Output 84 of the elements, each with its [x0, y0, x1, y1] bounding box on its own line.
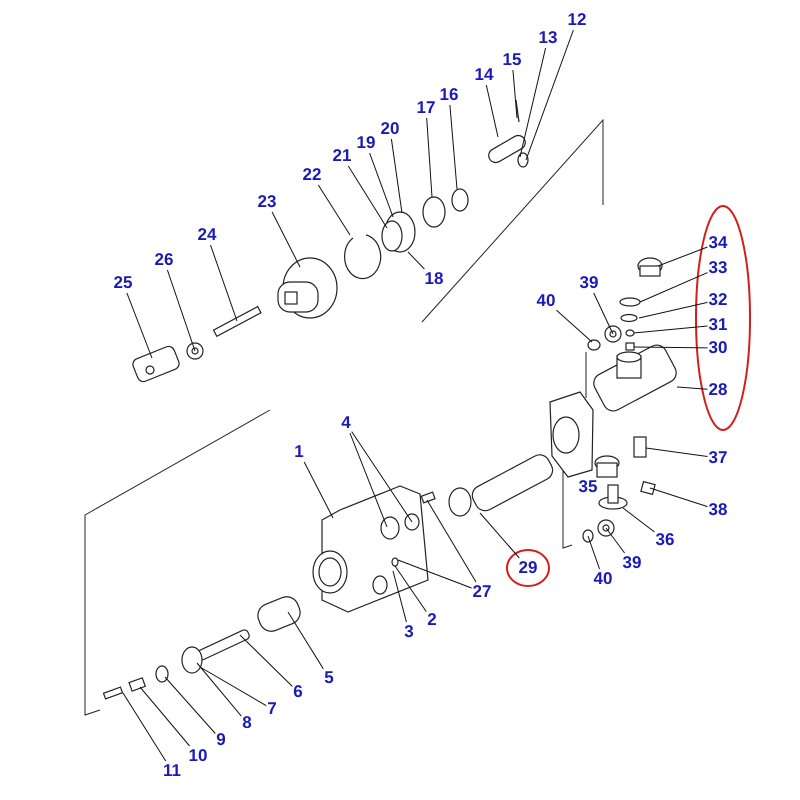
callout-number: 34 [708, 234, 728, 252]
callout-number: 39 [622, 554, 642, 572]
callout-number: 16 [440, 86, 458, 104]
leader-line [122, 692, 166, 762]
leader-line [606, 528, 626, 554]
leader-line [166, 270, 196, 352]
leader-line [480, 512, 520, 558]
callout-number: 29 [518, 559, 538, 577]
leader-line [140, 686, 190, 746]
leader-line [593, 292, 614, 334]
leader-line [288, 612, 324, 670]
callout-number: 40 [594, 570, 612, 588]
callout-number: 35 [578, 478, 598, 496]
callout-number: 23 [258, 193, 276, 211]
leader-line [640, 272, 708, 302]
callout-number: 7 [267, 700, 277, 718]
callout-number: 28 [708, 381, 728, 399]
callout-number: 18 [424, 270, 444, 288]
leader-line [394, 566, 427, 612]
leader-line [200, 666, 267, 706]
callout-number: 11 [163, 762, 181, 780]
callout-number: 17 [416, 99, 436, 117]
leader-line [390, 138, 402, 214]
callout-number: 22 [302, 166, 322, 184]
callout-number: 6 [293, 683, 303, 701]
callout-number: 32 [708, 291, 728, 309]
callout-number: 1 [294, 443, 304, 461]
leader-line [196, 662, 242, 717]
leader-line [526, 30, 574, 160]
callout-number: 2 [427, 611, 437, 629]
leader-line [348, 166, 388, 228]
leader-line [408, 252, 425, 270]
leader-line [676, 386, 708, 390]
callout-number: 9 [216, 731, 226, 749]
leader-line [272, 212, 300, 268]
callout-number: 13 [538, 29, 558, 47]
leader-line [634, 326, 708, 334]
callout-number: 10 [188, 747, 208, 765]
leader-line [512, 70, 518, 118]
leader-line [658, 246, 708, 266]
leader-line [426, 500, 476, 582]
leader-line [164, 676, 216, 734]
callout-number: 14 [474, 66, 494, 84]
callout-number: 8 [242, 714, 252, 732]
callout-number: 4 [341, 414, 351, 432]
leader-line [449, 104, 458, 190]
callout-number: 12 [568, 11, 586, 29]
leader-line [622, 508, 655, 532]
callout-number: 33 [708, 259, 728, 277]
callout-number: 24 [198, 226, 216, 244]
callout-number: 38 [708, 501, 728, 519]
callout-number: 15 [502, 51, 522, 69]
leader-line [210, 244, 238, 322]
leader-line [398, 560, 472, 588]
callout-number: 27 [472, 583, 492, 601]
leader-line [126, 292, 152, 358]
callout-number: 5 [324, 669, 334, 687]
callout-number: 20 [380, 120, 400, 138]
callout-number: 19 [356, 134, 376, 152]
callout-number: 30 [708, 339, 728, 357]
leader-line [392, 570, 407, 622]
leader-line [240, 634, 293, 687]
callout-number: 39 [580, 274, 598, 292]
leader-line [351, 431, 412, 522]
callout-number: 36 [656, 531, 674, 549]
leader-line [588, 536, 600, 570]
callout-number: 3 [404, 623, 414, 641]
leader-line [650, 488, 708, 508]
callout-number: 37 [708, 449, 728, 467]
callout-number: 25 [114, 274, 132, 292]
callout-number: 26 [154, 251, 174, 269]
leader-line [426, 118, 432, 198]
callout-number: 31 [708, 316, 728, 334]
leader-line [304, 462, 334, 518]
leader-line [520, 48, 546, 158]
leader-line [349, 432, 388, 528]
leader-line [318, 184, 350, 236]
callout-number: 21 [332, 147, 352, 165]
leader-line [486, 84, 498, 138]
leader-line [634, 346, 708, 348]
leader-line [556, 310, 592, 342]
leader-line [646, 448, 708, 457]
callout-number: 40 [536, 292, 556, 310]
leader-line [369, 152, 394, 218]
